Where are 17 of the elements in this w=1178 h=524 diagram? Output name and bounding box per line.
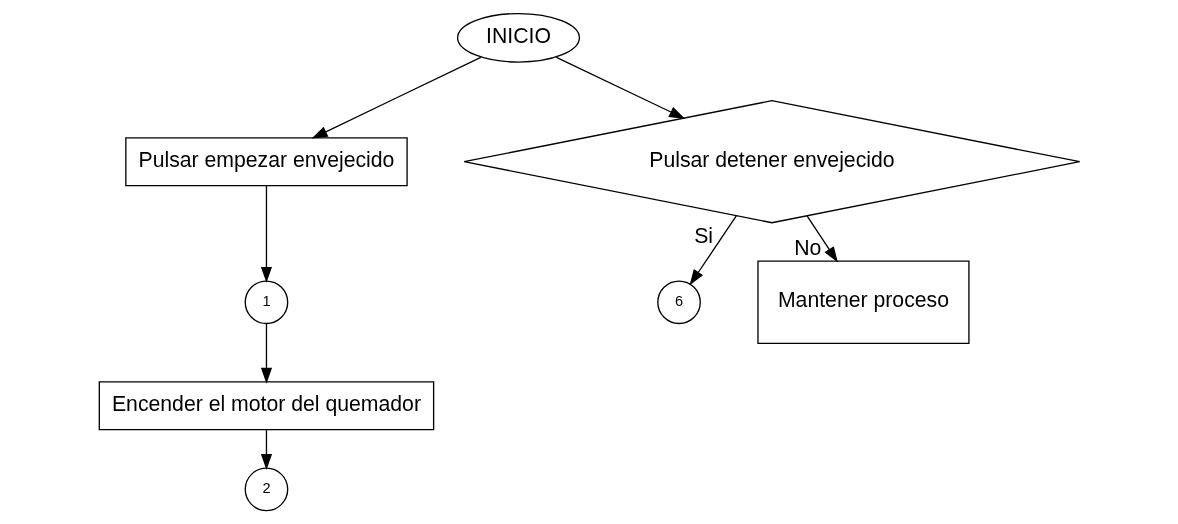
arrow <box>260 322 272 384</box>
arrow <box>311 56 481 139</box>
node-box: Pulsar empezar envejecido <box>124 137 408 187</box>
edge-label: No <box>793 236 821 260</box>
node-circle: 1 <box>244 280 288 325</box>
node-circle: 6 <box>656 280 701 325</box>
node-box: Mantener proceso <box>756 260 970 345</box>
node-diamond: Pulsar detener envejecido <box>462 100 1080 224</box>
arrow <box>555 56 685 119</box>
arrow <box>689 215 737 286</box>
node-ellipse: INICIO <box>456 12 580 63</box>
node-circle: 2 <box>244 467 288 512</box>
arrow <box>260 185 272 283</box>
arrow <box>805 215 838 263</box>
arrow <box>260 429 272 471</box>
node-box: Encender el motor del quemador <box>98 381 434 431</box>
edge-label: Si <box>693 223 713 247</box>
